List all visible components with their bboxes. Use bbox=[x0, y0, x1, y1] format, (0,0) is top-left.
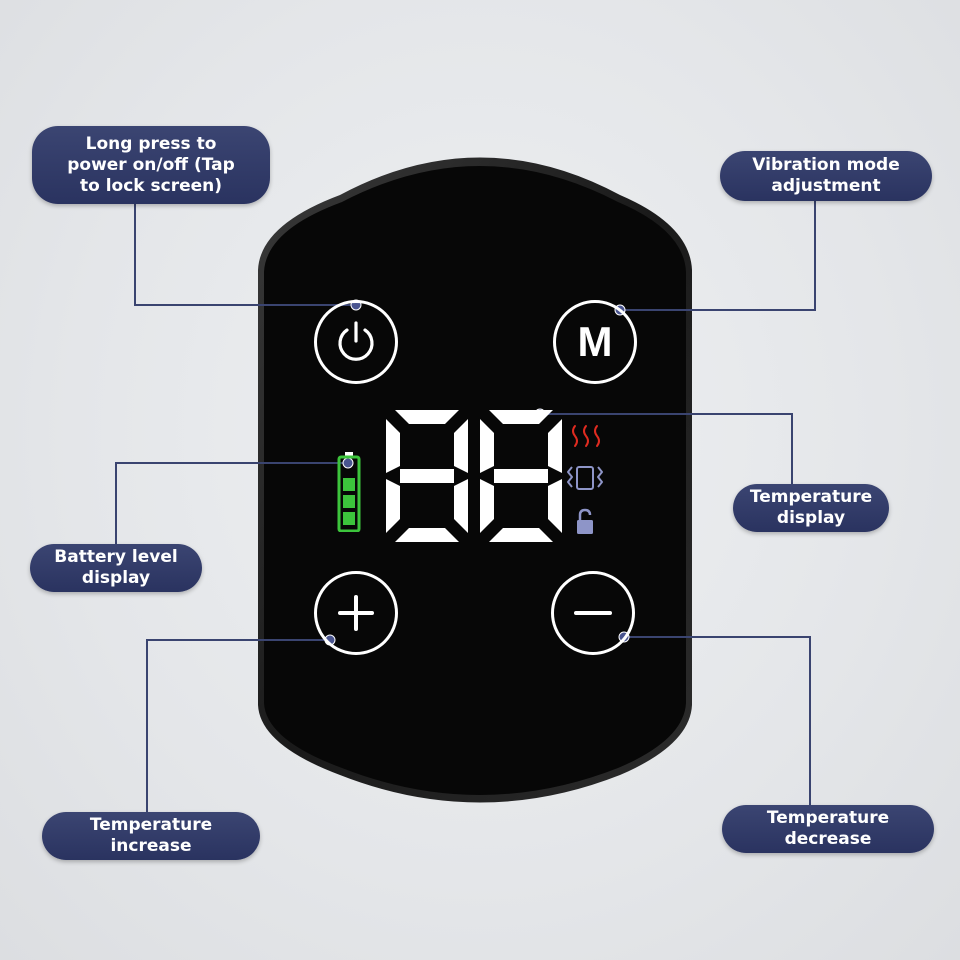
battery-level-bars bbox=[343, 461, 355, 525]
callout-temperature-decrease: Temperature decrease bbox=[722, 805, 934, 853]
mode-button[interactable]: M bbox=[553, 300, 637, 384]
plus-icon bbox=[338, 595, 374, 631]
battery-bar bbox=[343, 495, 355, 508]
segment-g bbox=[400, 469, 454, 483]
segment-b bbox=[548, 419, 562, 473]
seven-segment-digit bbox=[386, 410, 468, 542]
lock-icon bbox=[577, 508, 593, 534]
segment-c bbox=[454, 479, 468, 533]
seven-segment-digit bbox=[480, 410, 562, 542]
power-icon bbox=[338, 321, 374, 361]
heat-waves-icon bbox=[572, 425, 600, 447]
callout-battery-level: Battery level display bbox=[30, 544, 202, 592]
callout-temperature-display: Temperature display bbox=[733, 484, 889, 532]
segment-e bbox=[480, 479, 494, 533]
power-button[interactable] bbox=[314, 300, 398, 384]
battery-bar bbox=[343, 461, 355, 474]
temperature-decrease-button[interactable] bbox=[551, 571, 635, 655]
segment-g bbox=[494, 469, 548, 483]
battery-bar bbox=[343, 478, 355, 491]
segment-d bbox=[395, 528, 459, 542]
callout-vibration-mode: Vibration mode adjustment bbox=[720, 151, 932, 201]
battery-bar bbox=[343, 512, 355, 525]
minus-icon bbox=[574, 611, 612, 615]
segment-d bbox=[489, 528, 553, 542]
segment-e bbox=[386, 479, 400, 533]
mode-button-label: M bbox=[577, 318, 613, 365]
temperature-digits bbox=[386, 410, 562, 542]
segment-a bbox=[489, 410, 553, 424]
segment-f bbox=[480, 419, 494, 473]
vibration-icon bbox=[567, 466, 603, 490]
segment-c bbox=[548, 479, 562, 533]
battery-icon bbox=[337, 452, 361, 532]
temperature-increase-button[interactable] bbox=[314, 571, 398, 655]
callout-power: Long press to power on/off (Tap to lock … bbox=[32, 126, 270, 204]
segment-a bbox=[395, 410, 459, 424]
segment-b bbox=[454, 419, 468, 473]
segment-f bbox=[386, 419, 400, 473]
callout-temperature-increase: Temperature increase bbox=[42, 812, 260, 860]
